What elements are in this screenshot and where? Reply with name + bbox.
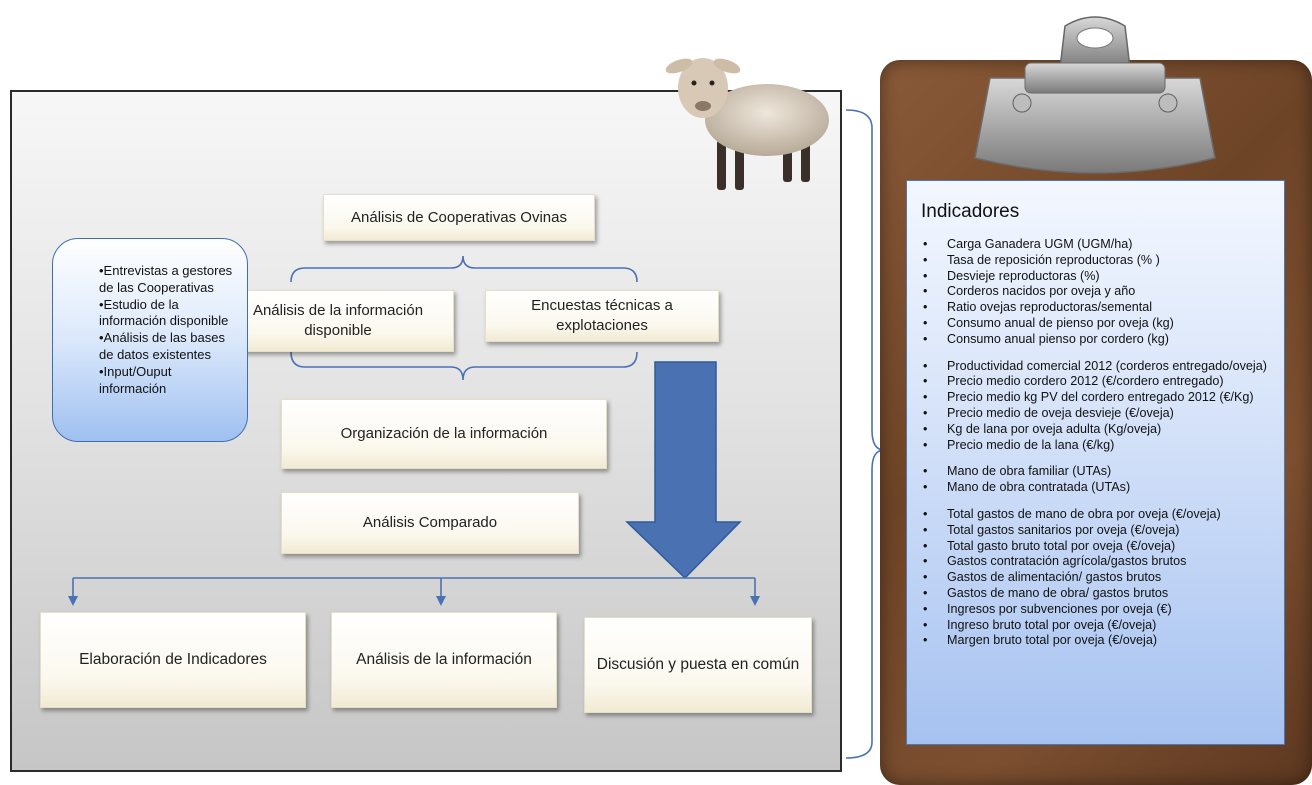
- arrowhead-middle: [436, 596, 446, 606]
- methods-item: •Input/Ouput información: [99, 363, 172, 396]
- discussion-box: Discusión y puesta en común: [584, 617, 812, 713]
- methods-item: •Estudio de la información disponible: [99, 296, 229, 329]
- indicator-item: Precio medio de oveja desvieje (€/oveja): [921, 406, 1274, 422]
- indicator-item: Consumo anual pienso por cordero (kg): [921, 332, 1274, 348]
- indicator-item: Gastos de mano de obra/ gastos brutos: [921, 586, 1274, 602]
- indicator-item: Gastos contratación agrícola/gastos brut…: [921, 554, 1274, 570]
- bottom-brace: [290, 351, 638, 381]
- technical-surveys-label: Encuestas técnicas a explotaciones: [531, 297, 673, 334]
- right-brace: [845, 109, 885, 759]
- indicator-item: Tasa de reposición reproductoras (% ): [921, 253, 1274, 269]
- methods-item: •Entrevistas a gestores de las Cooperati…: [99, 263, 233, 295]
- big-down-arrow: [625, 361, 742, 580]
- arrowhead-left: [68, 596, 78, 606]
- clipboard-clip: [974, 16, 1216, 174]
- cooperatives-analysis-label: Análisis de Cooperativas Ovinas: [351, 208, 567, 226]
- compared-analysis-box: Análisis Comparado: [281, 492, 579, 554]
- compared-analysis-label: Análisis Comparado: [362, 514, 498, 531]
- indicator-item: Mano de obra familiar (UTAs): [921, 464, 1274, 480]
- indicator-item: Precio medio de la lana (€/kg): [921, 438, 1274, 454]
- indicator-item: Total gasto bruto total por oveja (€/ove…: [921, 539, 1274, 555]
- indicator-item: Kg de lana por oveja adulta (Kg/oveja): [921, 422, 1274, 438]
- methods-item: •Análisis de las bases de datos existent…: [99, 330, 225, 362]
- indicator-item: Ingresos por subvenciones por oveja (€): [921, 602, 1274, 618]
- indicator-item: Precio medio cordero 2012 (€/cordero ent…: [921, 374, 1274, 390]
- indicators-title: Indicadores: [921, 201, 1020, 222]
- available-info-box: Análisis de la información disponible: [222, 290, 454, 352]
- technical-surveys-box: Encuestas técnicas a explotaciones: [485, 290, 719, 342]
- indicator-item: Mano de obra contratada (UTAs): [921, 480, 1274, 496]
- indicators-paper: Indicadores Carga Ganadera UGM (UGM/ha) …: [906, 180, 1285, 745]
- discussion-label: Discusión y puesta en común: [596, 656, 800, 673]
- indicator-item: Ingreso bruto total por oveja (€/oveja): [921, 618, 1274, 634]
- sheep-illustration: [665, 58, 829, 190]
- indicators-elaboration-label: Elaboración de Indicadores: [79, 651, 267, 668]
- indicators-list: Carga Ganadera UGM (UGM/ha) Tasa de repo…: [921, 237, 1274, 649]
- indicator-item: Productividad comercial 2012 (corderos e…: [921, 359, 1274, 375]
- indicator-item: Desvieje reproductoras (%): [921, 269, 1274, 285]
- indicator-item: Gastos de alimentación/ gastos brutos: [921, 570, 1274, 586]
- info-analysis-box: Análisis de la información: [331, 612, 557, 708]
- top-brace: [290, 255, 638, 283]
- indicator-item: Consumo anual de pienso por oveja (kg): [921, 316, 1274, 332]
- indicator-item: Ratio ovejas reproductoras/semental: [921, 300, 1274, 316]
- cooperatives-analysis-box: Análisis de Cooperativas Ovinas: [323, 194, 595, 241]
- indicator-item: Carga Ganadera UGM (UGM/ha): [921, 237, 1274, 253]
- arrowhead-right: [750, 596, 760, 606]
- info-analysis-label: Análisis de la información: [356, 651, 532, 668]
- methods-box: •Entrevistas a gestores de las Cooperati…: [52, 238, 248, 442]
- info-organization-box: Organización de la información: [281, 399, 607, 469]
- info-organization-label: Organización de la información: [340, 425, 548, 442]
- indicator-item: Corderos nacidos por oveja y año: [921, 284, 1274, 300]
- indicator-item: Total gastos de mano de obra por oveja (…: [921, 507, 1274, 523]
- indicator-item: Total gastos sanitarios por oveja (€/ove…: [921, 523, 1274, 539]
- indicators-elaboration-box: Elaboración de Indicadores: [40, 612, 306, 708]
- indicator-item: Precio medio kg PV del cordero entregado…: [921, 390, 1274, 406]
- available-info-label: Análisis de la información disponible: [252, 302, 424, 339]
- indicator-item: Margen bruto total por oveja (€/oveja): [921, 633, 1274, 649]
